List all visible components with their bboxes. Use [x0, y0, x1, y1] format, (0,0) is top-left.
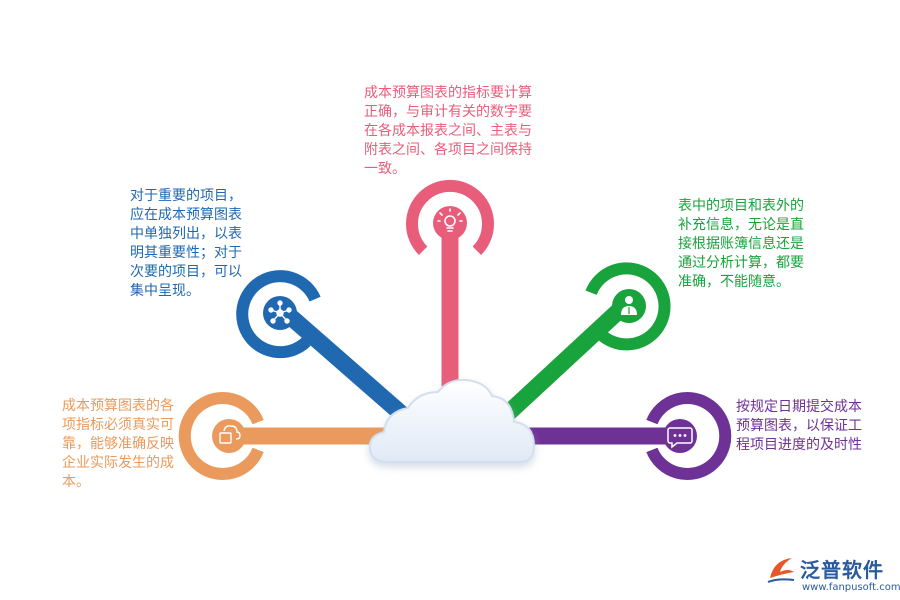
spoke-green: [484, 298, 631, 437]
node-orange: [178, 392, 264, 480]
person-icon: [621, 296, 637, 315]
note-green: 表中的项目和表外的补充信息，无论是直接根据账簿信息还是通过分析计算，都要准确，不…: [678, 198, 804, 290]
spoke-blue: [278, 304, 426, 437]
brand-logo: 泛普软件 www.fanpusoft.com: [764, 552, 900, 598]
lightbulb-icon: [437, 208, 463, 232]
note-orange: 成本预算图表的各项指标必须真实可靠，能够准确反映企业实际发生的成本。: [62, 398, 174, 490]
cloud-device-icon: [219, 425, 241, 444]
note-purple: 按规定日期提交成本预算图表，以保证工程项目进度的及时性: [736, 399, 862, 453]
center-cloud: [368, 378, 536, 463]
logo-name: 泛普软件: [800, 558, 884, 582]
logo-url: www.fanpusoft.com: [802, 582, 900, 593]
note-blue: 对于重要的项目，应在成本预算图表中单独列出，以表明其重要性；对于次要的项目，可以…: [130, 188, 242, 299]
note-red: 成本预算图表的指标要计算正确，与审计有关的数字要在各成本报表之间、主表与附表之间…: [364, 85, 532, 177]
logo-icon: [767, 558, 795, 583]
network-icon: [268, 300, 292, 324]
chat-bubble-icon: [667, 427, 693, 449]
